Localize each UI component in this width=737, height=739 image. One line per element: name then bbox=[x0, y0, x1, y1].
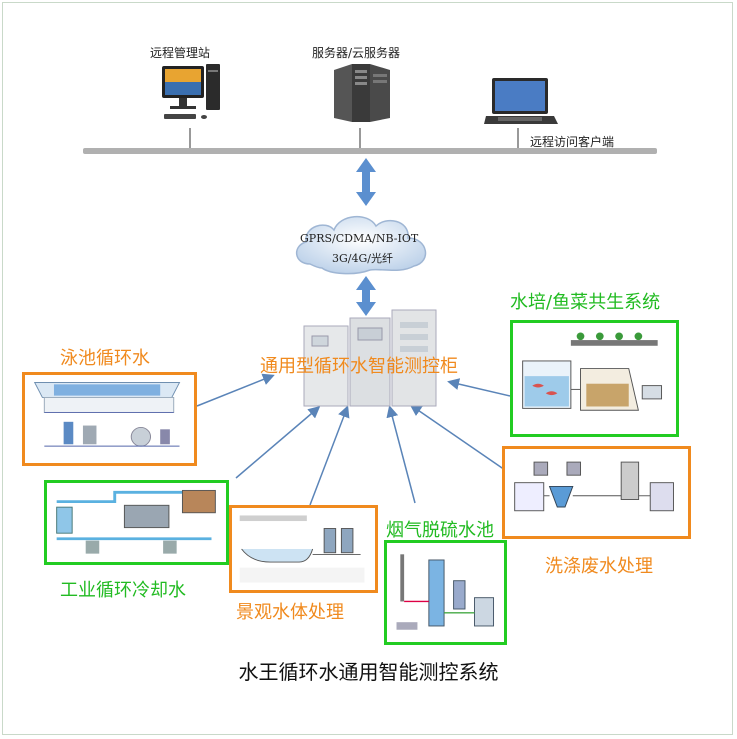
cabinet-label: 通用型循环水智能测控柜 bbox=[260, 356, 458, 377]
arrow-flue-gas bbox=[386, 405, 416, 504]
double-arrow-bottom bbox=[356, 276, 376, 316]
aquaponics-label: 水培/鱼菜共生系统 bbox=[510, 292, 661, 313]
arrow-industrial bbox=[235, 406, 321, 479]
flue-gas-system-box bbox=[384, 540, 507, 645]
diagram-title: 水王循环水通用智能测控系统 bbox=[238, 660, 499, 684]
laptop-icon bbox=[484, 78, 558, 124]
flue-gas-schematic bbox=[396, 554, 495, 630]
arrow-pool bbox=[196, 373, 275, 407]
pool-system-box bbox=[22, 372, 197, 466]
control-cabinet-icon bbox=[303, 309, 437, 407]
client-label: 远程访问客户端 bbox=[530, 135, 615, 149]
aquaponics-system-box bbox=[510, 320, 679, 437]
landscape-system-box bbox=[229, 505, 378, 593]
industrial-system-box bbox=[44, 480, 229, 565]
industrial-label: 工业循环冷却水 bbox=[60, 580, 186, 601]
flue-gas-label: 烟气脱硫水池 bbox=[386, 520, 494, 541]
aquaponics-schematic bbox=[522, 332, 663, 411]
pool-label: 泳池循环水 bbox=[60, 348, 150, 369]
arrow-washing bbox=[409, 404, 506, 471]
remote-station-label: 远程管理站 bbox=[150, 46, 211, 60]
cloud-icon bbox=[296, 216, 427, 275]
double-arrow-top bbox=[356, 158, 376, 206]
arrow-landscape bbox=[309, 405, 350, 506]
network-backbone bbox=[83, 148, 657, 154]
network-label-1: GPRS/CDMA/NB-IOT bbox=[300, 232, 419, 245]
washing-label: 洗涤废水处理 bbox=[545, 556, 653, 577]
server-label: 服务器/云服务器 bbox=[312, 46, 401, 60]
desktop-computer-icon bbox=[162, 64, 220, 119]
arrow-aquaponics bbox=[447, 378, 511, 397]
network-label-2: 3G/4G/光纤 bbox=[332, 252, 393, 265]
washing-system-box bbox=[502, 446, 691, 539]
washing-schematic bbox=[514, 461, 674, 512]
landscape-schematic bbox=[239, 515, 365, 583]
pool-schematic bbox=[33, 382, 181, 447]
server-icon bbox=[334, 64, 390, 122]
industrial-schematic bbox=[56, 489, 216, 554]
landscape-label: 景观水体处理 bbox=[236, 602, 344, 623]
